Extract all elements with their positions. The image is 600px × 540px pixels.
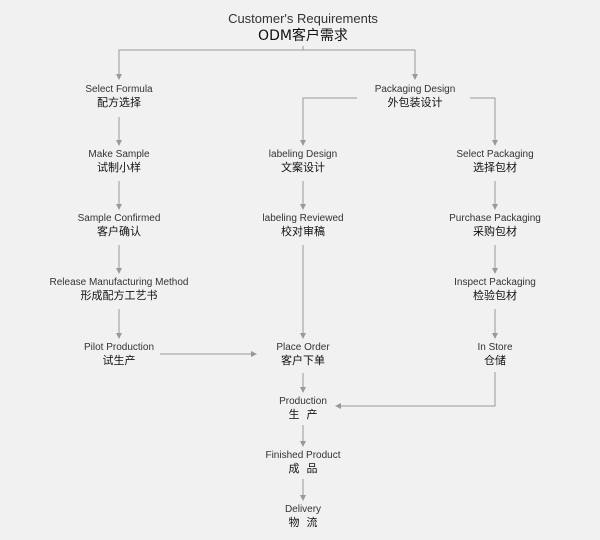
node-production: Production 生 产 [279, 395, 327, 422]
edge-packaging-design-to-select-packaging [470, 97, 498, 146]
node-release-manufacturing-method: Release Manufacturing Method 形成配方工艺书 [50, 276, 189, 303]
node-packaging-design: Packaging Design 外包装设计 [375, 83, 456, 110]
node-labeling-reviewed: labeling Reviewed 校对审稿 [262, 212, 343, 239]
node-finished-product: Finished Product 成 品 [265, 449, 340, 476]
node-label-zh: 形成配方工艺书 [80, 289, 158, 302]
node-label-en: Inspect Packaging [454, 277, 536, 288]
node-make-sample: Make Sample 试制小样 [88, 148, 149, 175]
node-customer-requirements: Customer's Requirements ODM客户需求 [228, 10, 378, 45]
node-label-zh: 成 品 [288, 462, 318, 475]
node-label-en: Finished Product [265, 450, 341, 461]
node-purchase-packaging: Purchase Packaging 采购包材 [449, 212, 541, 239]
node-label-en: Purchase Packaging [449, 213, 541, 224]
node-label-en: Place Order [276, 342, 330, 353]
node-label-en: Release Manufacturing Method [49, 277, 189, 288]
node-label-zh: 检验包材 [473, 289, 517, 302]
edge-title-to-formula [116, 46, 304, 80]
node-label-en: labeling Reviewed [262, 213, 344, 224]
node-sample-confirmed: Sample Confirmed 客户确认 [78, 212, 161, 239]
node-label-zh: ODM客户需求 [258, 28, 348, 44]
node-label-zh: 文案设计 [280, 161, 325, 174]
node-select-packaging: Select Packaging 选择包材 [456, 148, 533, 175]
node-label-zh: 试生产 [102, 354, 136, 367]
edge-store-to-production [335, 372, 496, 409]
edge-title-to-packaging-design [303, 49, 418, 80]
node-label-zh: 选择包材 [473, 161, 517, 174]
node-pilot-production: Pilot Production 试生产 [84, 341, 154, 368]
node-inspect-packaging: Inspect Packaging 检验包材 [454, 276, 536, 303]
node-label-zh: 校对审稿 [280, 225, 325, 238]
node-label-en: labeling Design [268, 149, 338, 160]
node-in-store: In Store 仓储 [477, 341, 512, 368]
node-label-zh: 试制小样 [96, 161, 141, 174]
node-label-zh: 客户下单 [280, 354, 325, 367]
node-label-zh: 配方选择 [97, 96, 141, 109]
node-label-zh: 生 产 [288, 408, 318, 421]
node-label-zh: 客户确认 [97, 225, 141, 238]
node-label-en: In Store [477, 342, 513, 353]
node-label-en: Select Packaging [456, 149, 534, 160]
node-label-zh: 采购包材 [472, 225, 517, 238]
node-place-order: Place Order 客户下单 [276, 341, 329, 368]
node-label-en: Make Sample [88, 149, 150, 160]
node-label-en: Packaging Design [374, 84, 456, 95]
node-select-formula: Select Formula 配方选择 [85, 83, 152, 110]
node-label-zh: 物 流 [288, 516, 318, 529]
edge-packaging-design-to-labeling [300, 97, 357, 146]
node-label-en: Customer's Requirements [228, 11, 378, 26]
node-label-en: Select Formula [85, 84, 153, 95]
node-label-zh: 仓储 [484, 354, 506, 367]
node-delivery: Delivery 物 流 [285, 503, 321, 530]
node-label-en: Sample Confirmed [77, 213, 161, 224]
node-label-en: Production [279, 396, 327, 407]
node-label-en: Delivery [284, 504, 322, 515]
node-label-en: Pilot Production [83, 342, 155, 353]
node-label-zh: 外包装设计 [387, 96, 443, 109]
node-labeling-design: labeling Design 文案设计 [269, 148, 337, 175]
